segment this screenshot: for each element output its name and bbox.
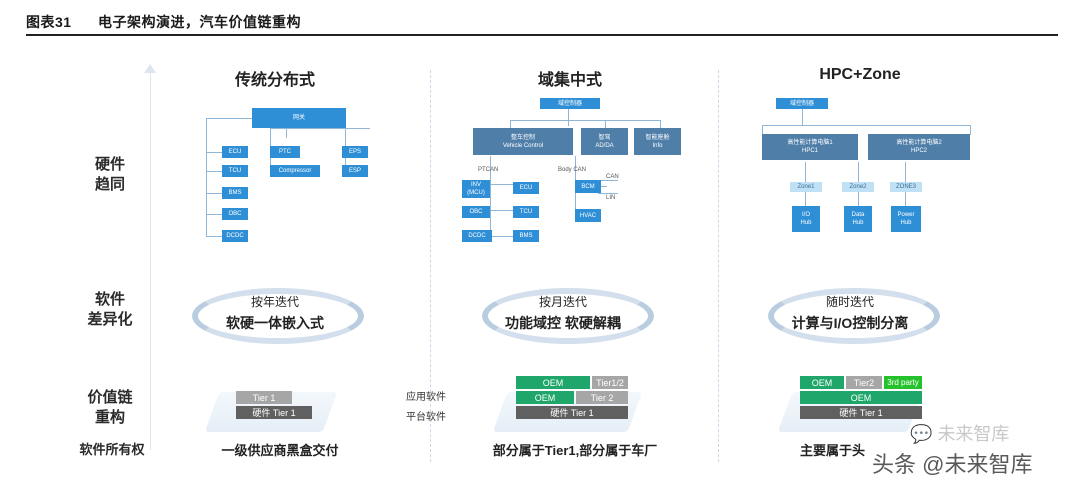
row-label-hardware: 硬件趋同: [94, 156, 125, 193]
value-c3-3rd-party: 3rd party: [884, 376, 922, 389]
watermark-logo-icon: 💬: [910, 424, 933, 444]
figure-title: 图表31 电子架构演进，汽车价值链重构: [26, 12, 323, 32]
column-head-hpc-zone: HPC+Zone: [819, 66, 901, 83]
domain-bms-box: BMS: [513, 230, 539, 242]
cycle-top-1: 按年迭代: [250, 295, 299, 309]
bms-box: BMS: [222, 187, 248, 199]
cycle-arrow-icon-3: [768, 288, 940, 344]
value-c1-hw: 硬件 Tier 1: [236, 406, 312, 419]
esp-box: ESP: [342, 165, 368, 177]
compressor-box: Compressor: [270, 165, 320, 177]
cycle-arrow-icon-2: [482, 288, 654, 344]
can-label: CAN: [606, 174, 619, 180]
value-c3-tier2: Tier2: [846, 376, 882, 389]
row-label-software: 软件差异化: [87, 291, 133, 328]
cycle-top-2: 按月迭代: [538, 295, 587, 309]
figure-number: 图表31: [26, 14, 72, 30]
cycle-main-3: 计算与I/O控制分离: [791, 315, 909, 331]
domain-gateway-box: 域控制器: [540, 98, 600, 109]
cycle-main-2: 功能域控 软硬解耦: [505, 315, 621, 331]
value-c2-tier12: Tier1/2: [592, 376, 628, 389]
domain-ecu-box: ECU: [513, 182, 539, 194]
ownership-3: 主要属于头: [800, 443, 866, 458]
ownership-2: 部分属于Tier1,部分属于车厂: [492, 443, 658, 458]
value-c3-oem-2: OEM: [800, 391, 922, 404]
zone3-box: ZONE3: [890, 182, 922, 192]
value-c2-tier2: Tier 2: [576, 391, 628, 404]
value-c2-hw: 硬件 Tier 1: [516, 406, 628, 419]
dcdc-box: DCDC: [222, 230, 248, 242]
value-c2-oem-2: OEM: [516, 391, 574, 404]
bodycan-label: Body CAN: [558, 167, 587, 173]
eps-box: EPS: [342, 146, 368, 158]
label-platform-software: 平台软件: [406, 412, 446, 423]
column-head-distributed: 传统分布式: [234, 72, 315, 89]
hpc-gateway-box: 域控制器: [776, 98, 828, 109]
watermark-line1: 💬 未来智库: [910, 424, 1010, 444]
ptc-box: PTC: [270, 146, 300, 158]
tcu-box: TCU: [222, 165, 248, 177]
column-head-domain: 域集中式: [537, 72, 602, 89]
value-c3-hw: 硬件 Tier 1: [800, 406, 922, 419]
gateway-box: 网关: [252, 108, 346, 128]
domain-obc-box: OBC: [462, 206, 490, 218]
obc-box: OBC: [222, 208, 248, 220]
row-label-ownership: 软件所有权: [79, 442, 145, 457]
label-app-software: 应用软件: [406, 392, 446, 403]
ownership-1: 一级供应商黑盒交付: [221, 443, 339, 458]
cycle-arrow-icon-1: [192, 288, 364, 344]
bcm-box: BCM: [575, 180, 601, 193]
value-c1-tier1: Tier 1: [236, 391, 292, 404]
zone1-box: Zone1: [790, 182, 822, 192]
ecu-box: ECU: [222, 146, 248, 158]
inv-box: INV (MCU): [462, 180, 490, 198]
axis-arrow-icon: [144, 64, 156, 73]
cycle-top-3: 随时迭代: [825, 295, 874, 309]
value-c2-oem-1: OEM: [516, 376, 590, 389]
column-divider-1: [430, 70, 431, 462]
value-c3-oem-1: OEM: [800, 376, 844, 389]
lin-label: LIN: [606, 195, 616, 201]
column-divider-2: [718, 70, 719, 462]
figure-title-text: 电子架构演进，汽车价值链重构: [97, 14, 301, 30]
hvac-box: HVAC: [575, 209, 601, 222]
domain-dcdc-box: DCDC: [462, 230, 492, 242]
title-rule: [26, 34, 1058, 36]
vertical-axis: [150, 72, 151, 450]
row-label-value-chain: 价值链重构: [87, 389, 133, 426]
zone2-box: Zone2: [842, 182, 874, 192]
cycle-main-1: 软硬一体嵌入式: [226, 315, 324, 331]
domain-tcu-box: TCU: [513, 206, 539, 218]
watermark-line2: 头条 @未来智库: [872, 452, 1033, 477]
ptcan-label: PTCAN: [478, 167, 499, 173]
